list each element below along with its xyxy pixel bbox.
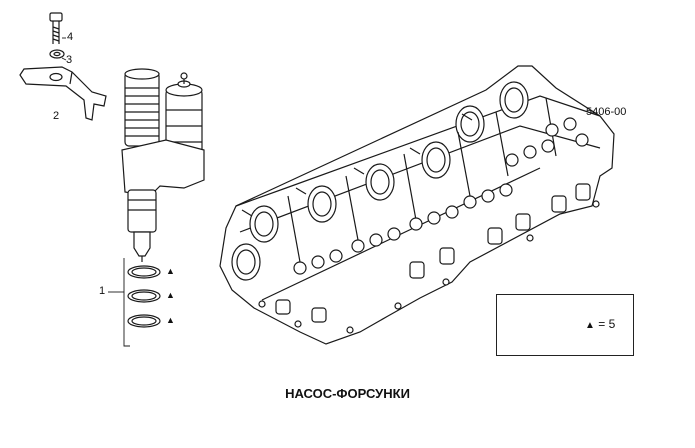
- legend-text: ▲ = 5: [585, 317, 615, 331]
- legend-triangle-icon: ▲: [585, 320, 595, 331]
- clamp-part: [19, 66, 107, 121]
- bolt-part: [49, 12, 63, 44]
- callout-3: 3: [66, 54, 73, 66]
- legend-quantity: = 5: [598, 317, 616, 331]
- cylinder-head-part: [219, 65, 615, 345]
- seal-mark-3: ▲: [166, 315, 175, 325]
- diagram-caption: НАСОС-ФОРСУНКИ: [285, 386, 410, 401]
- callout-leaders: [61, 37, 130, 347]
- seal-mark-1: ▲: [166, 266, 175, 276]
- unit-injector-part: [121, 68, 205, 262]
- seal-mark-2: ▲: [166, 290, 175, 300]
- diagram-code: 5406-00: [586, 106, 627, 118]
- seal-rings: [127, 265, 161, 328]
- legend-box: ▲ = 5: [496, 294, 634, 356]
- washer-part: [49, 49, 65, 59]
- callout-1: 1: [99, 285, 106, 297]
- callout-2: 2: [53, 110, 60, 122]
- callout-4: 4: [67, 31, 74, 43]
